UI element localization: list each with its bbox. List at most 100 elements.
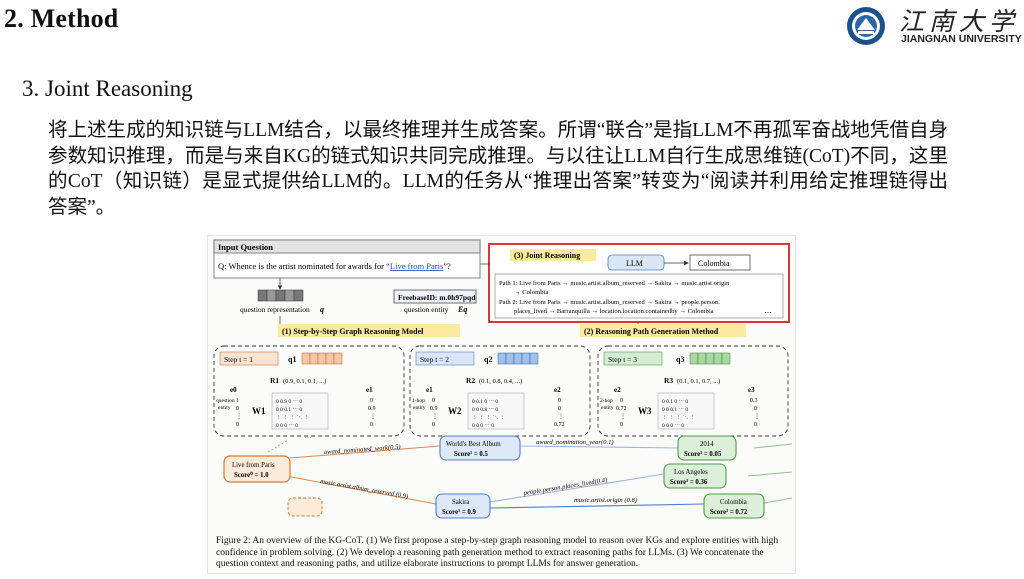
input-question-title: Input Question	[218, 242, 273, 252]
kg-node-colombia: Colombia Score³ = 0.72	[703, 493, 765, 519]
slide-title: 2. Method	[4, 4, 119, 33]
svg-text:q2: q2	[484, 355, 492, 364]
svg-text:0 0 0.1 ⋯ 0: 0 0 0.1 ⋯ 0	[276, 407, 302, 413]
svg-text:⋮: ⋮	[432, 414, 438, 420]
svg-text:⋮ ⋮ ⋮ ⋱ ⋮: ⋮ ⋮ ⋮ ⋱ ⋮	[662, 415, 695, 421]
paths-box	[494, 273, 784, 319]
svg-text:⋮: ⋮	[236, 414, 242, 420]
svg-text:2-hop: 2-hop	[600, 398, 613, 404]
svg-text:Score¹ = 0.5: Score¹ = 0.5	[454, 451, 489, 458]
figure-diagram: Input Question Q: Whence is the artist n…	[213, 239, 793, 519]
svg-text:Score³ = 0.72: Score³ = 0.72	[710, 509, 748, 516]
svg-text:(0.1, 0.1, 0.7, ...): (0.1, 0.1, 0.7, ...)	[677, 378, 720, 385]
step-model-title: (1) Step-by-Step Graph Reasoning Model	[282, 327, 424, 336]
svg-text:0: 0	[620, 422, 623, 428]
svg-text:entity: entity	[413, 405, 426, 411]
svg-text:Score³ = 0.36: Score³ = 0.36	[670, 479, 708, 486]
q1-vector	[301, 352, 343, 365]
svg-text:e1: e1	[426, 386, 433, 394]
svg-text:0 0 0.8 ⋯ 0: 0 0 0.8 ⋯ 0	[472, 407, 498, 413]
svg-text:W2: W2	[448, 406, 462, 416]
svg-text:q3: q3	[676, 355, 684, 364]
q2-vector	[497, 352, 539, 365]
svg-text:Score³ = 0.05: Score³ = 0.05	[684, 451, 722, 458]
svg-text:Los Angeles: Los Angeles	[674, 469, 708, 476]
step-panel-3: Step t = 3 q3 R3 (0.1, 0.1, 0.7, ...) e2…	[597, 345, 789, 437]
svg-text:Step t = 1: Step t = 1	[224, 355, 253, 364]
figure-kg-cot-overview: Input Question Q: Whence is the artist n…	[207, 235, 796, 574]
svg-text:Sakira: Sakira	[452, 499, 469, 506]
llm-box	[607, 254, 665, 271]
edge-award-nominated	[289, 445, 441, 459]
svg-text:q1: q1	[288, 355, 296, 364]
path-gen-title-bg	[580, 324, 746, 337]
svg-text:entity: entity	[601, 405, 614, 411]
svg-text:(3) Joint Reasoning: (3) Joint Reasoning	[514, 251, 580, 260]
kg-node-los-angeles: Los Angeles Score³ = 0.36	[663, 463, 727, 489]
svg-text:0: 0	[432, 398, 435, 404]
svg-text:e2: e2	[614, 386, 621, 394]
svg-text:0 0 0 ⋯ 0: 0 0 0 ⋯ 0	[276, 423, 298, 429]
svg-text:Eq: Eq	[457, 305, 467, 314]
body-paragraph: 将上述生成的知识链与LLM结合，以最终推理并生成答案。所谓“联合”是指LLM不再…	[48, 120, 948, 218]
svg-text:0: 0	[370, 398, 373, 404]
path-2-line-a: Path 2: Live from Paris → music.artist.a…	[499, 299, 720, 306]
path-gen-title: (2) Reasoning Path Generation Method	[584, 327, 719, 336]
question-entity-label: question entity	[404, 305, 449, 314]
kg-node-sakira: Sakira Score¹ = 0.9	[435, 493, 491, 519]
svg-text:(0.9, 0.1, 0.1, ...): (0.9, 0.1, 0.1, ...)	[283, 378, 326, 385]
svg-text:0 0.1 0 ⋯ 0: 0 0.1 0 ⋯ 0	[662, 399, 688, 405]
svg-text:⋮: ⋮	[558, 414, 564, 420]
svg-text:0.9: 0.9	[430, 406, 438, 412]
svg-text:e1: e1	[366, 386, 373, 394]
svg-text:0 0 0 ⋯ 0: 0 0 0 ⋯ 0	[662, 423, 684, 429]
edge-label-nomination-year: award_nomination_year(0.1)	[536, 439, 614, 446]
svg-text:0 0.1 0 ⋯ 0: 0 0.1 0 ⋯ 0	[472, 399, 498, 405]
svg-text:Step t = 3: Step t = 3	[608, 355, 637, 364]
svg-text:FreebaseID: m.0h97pqd: FreebaseID: m.0h97pqd	[398, 293, 476, 302]
svg-text:R2: R2	[466, 376, 475, 385]
svg-text:0: 0	[620, 398, 623, 404]
q3-vector	[689, 352, 731, 365]
svg-text:⋯: ⋯	[304, 433, 312, 442]
svg-text:Score¹ = 0.9: Score¹ = 0.9	[442, 509, 477, 516]
path-1-line-b: → Colombia	[514, 289, 548, 296]
step-panel-1: Step t = 1 q1 R1 (0.9, 0.1, 0.1, ...) e0…	[213, 345, 405, 437]
svg-text:0: 0	[558, 398, 561, 404]
university-logo-english: JIANGNAN UNIVERSITY	[901, 33, 1022, 45]
kg-placeholder-node	[287, 497, 323, 517]
svg-text:1: 1	[236, 398, 239, 404]
svg-text:0: 0	[236, 406, 239, 412]
svg-text:2014: 2014	[700, 441, 714, 448]
svg-text:0.9: 0.9	[368, 406, 376, 412]
answer-box	[689, 254, 751, 271]
svg-text:⋮: ⋮	[754, 414, 760, 420]
svg-text:1-hop: 1-hop	[412, 398, 425, 404]
svg-text:entity: entity	[218, 405, 231, 411]
edge-artist-origin	[489, 503, 705, 509]
svg-text:e2: e2	[554, 386, 561, 394]
edge-places-lived	[489, 473, 665, 503]
svg-text:⋮: ⋮	[620, 414, 626, 420]
university-logo-emblem	[847, 7, 885, 45]
kg-node-worlds-best-album: World's Best Album Score¹ = 0.5	[439, 435, 521, 461]
edge-label-places-lived: people.person.places_lived(0.4)	[522, 477, 607, 497]
svg-text:W3: W3	[638, 406, 652, 416]
kg-node-2014: 2014 Score³ = 0.05	[677, 435, 737, 461]
question-text: Q: Whence is the artist nominated for aw…	[218, 261, 451, 271]
step-model-title-bg	[278, 324, 460, 337]
svg-text:0: 0	[754, 406, 757, 412]
svg-text:W1: W1	[252, 406, 266, 416]
svg-text:LLM: LLM	[626, 259, 643, 268]
svg-text:q: q	[320, 305, 324, 314]
edge-album-reserved	[285, 475, 437, 505]
svg-text:⋮: ⋮	[370, 414, 376, 420]
figure-caption: Figure 2: An overview of the KG-CoT. (1)…	[216, 536, 779, 569]
svg-text:⋮ ⋮ ⋮ ⋱ ⋮: ⋮ ⋮ ⋮ ⋱ ⋮	[472, 415, 505, 421]
edge-label-artist-origin: music.artist.origin (0.8)	[574, 497, 637, 504]
question-representation-vector	[257, 289, 304, 302]
section-heading: 3. Joint Reasoning	[22, 76, 193, 101]
edge-nomination-year	[519, 445, 679, 449]
svg-text:Colombia: Colombia	[720, 499, 747, 506]
path-1-line-a: Path 1: Live from Paris → music.artist.a…	[499, 280, 730, 287]
